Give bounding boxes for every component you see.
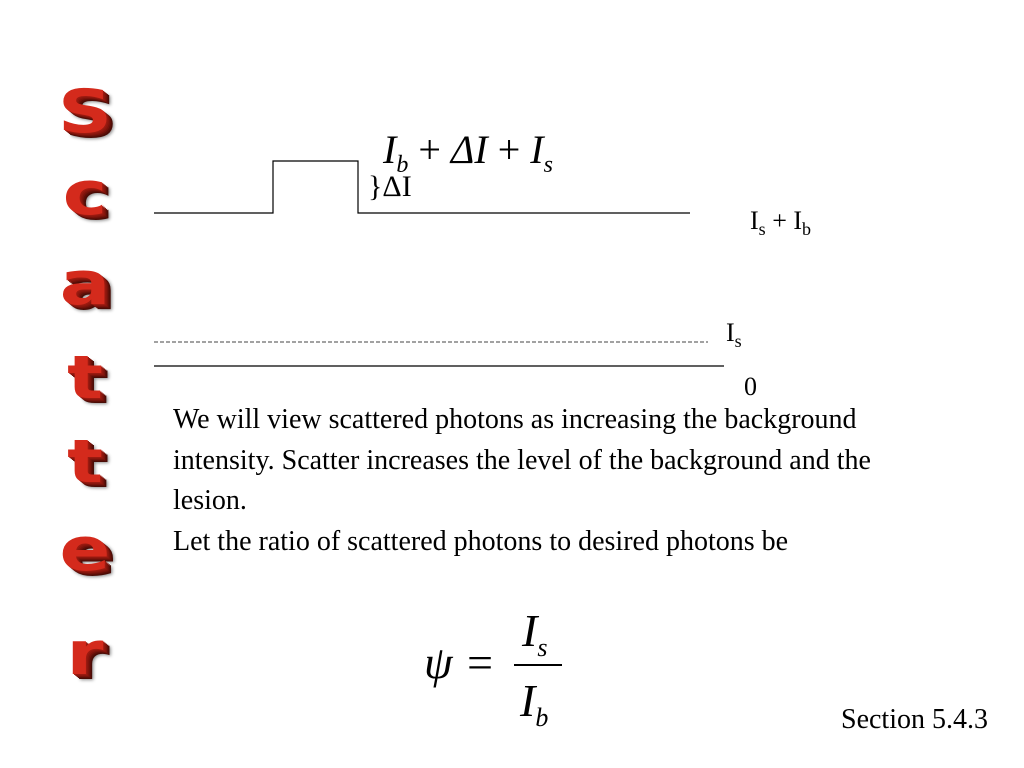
paragraph-scatter-description: We will view scattered photons as increa… (173, 404, 871, 516)
denominator-subscript: b (535, 703, 549, 733)
wordart-letter: r (66, 619, 104, 689)
section-reference: Section 5.4.3 (841, 704, 988, 735)
formula-operator: + (497, 127, 521, 172)
wordart-letter: e (59, 515, 111, 585)
fraction-numerator: Is (522, 604, 547, 663)
denominator-symbol: I (520, 675, 536, 726)
label-text: I (726, 318, 735, 347)
paragraph-ratio-intro: Let the ratio of scattered photons to de… (173, 525, 789, 557)
wordart-letter: S (57, 77, 113, 147)
formula-symbol: I (383, 127, 397, 172)
label-text: + I (765, 206, 803, 235)
fraction-denominator: Ib (520, 674, 548, 733)
label-subscript: b (802, 219, 812, 240)
numerator-subscript: s (537, 633, 548, 663)
fraction-bar (514, 664, 562, 666)
wordart-letter: c (62, 159, 108, 229)
level-label-is: Is (726, 318, 742, 352)
equation-lhs: ψ = (424, 637, 496, 688)
wordart-letter: t (67, 343, 103, 413)
label-text: I (750, 206, 759, 235)
formula-symbol: ΔI (450, 127, 488, 172)
label-subscript: s (758, 219, 766, 240)
formula-operator: + (418, 127, 441, 172)
level-label-zero: 0 (744, 372, 757, 401)
level-label-is-plus-ib: Is + Ib (750, 206, 811, 240)
body-text: We will view scattered photons as increa… (173, 400, 933, 562)
delta-bracket-label: }ΔI (368, 170, 412, 203)
formula-subscript: b (396, 152, 409, 178)
numerator-symbol: I (522, 605, 538, 656)
wordart-letter: t (67, 427, 103, 497)
total-intensity-formula: Ib + ΔI + Is (383, 126, 553, 179)
formula-subscript: s (543, 152, 553, 178)
formula-symbol: I (530, 127, 544, 172)
wordart-letter: a (59, 249, 111, 319)
label-subscript: s (734, 331, 742, 352)
signal-profile-line (154, 160, 690, 214)
